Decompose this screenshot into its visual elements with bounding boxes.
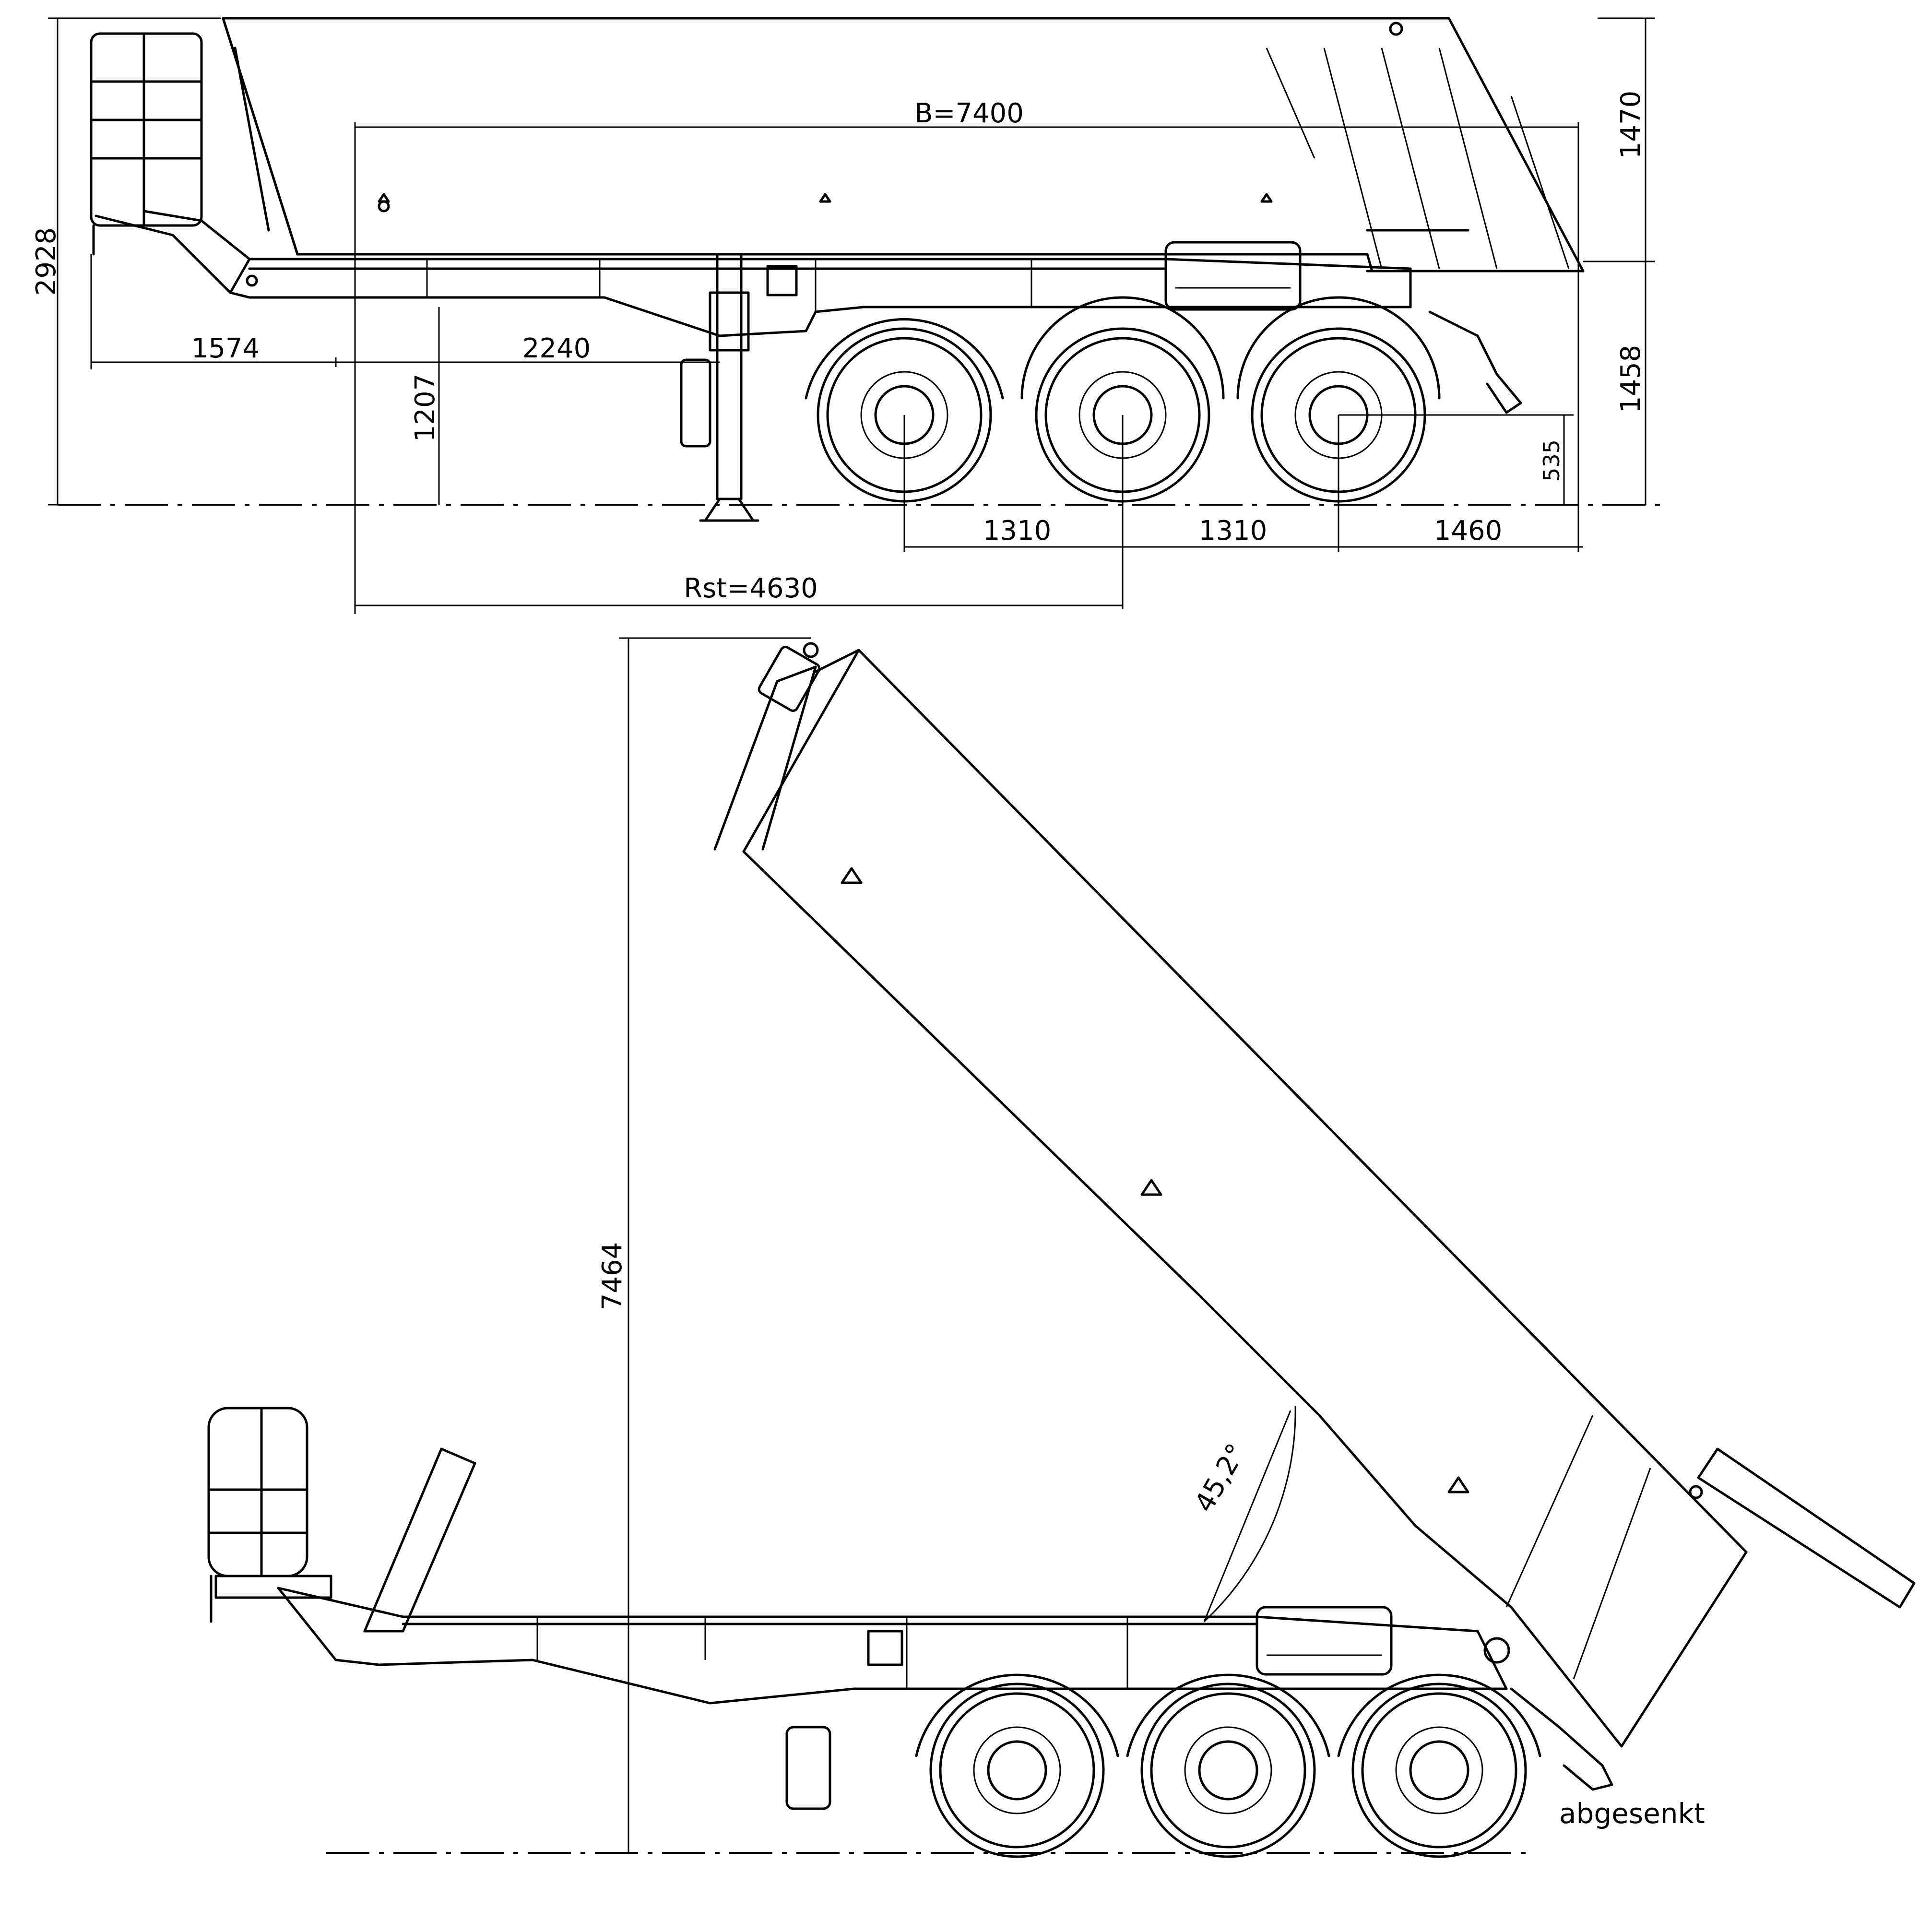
wheels xyxy=(805,296,1522,503)
tipped-wheel-2 xyxy=(1140,1683,1316,1858)
trailer-side-view: 2928 B=7400 1470 1458 1574 2240 1207 535… xyxy=(31,17,1660,614)
support-leg xyxy=(680,253,759,522)
raised-stake xyxy=(363,1447,476,1633)
trailer-tipped-view: 7464 45,2° abgesenkt xyxy=(207,637,1916,1858)
dim-tip-angle: 45,2° xyxy=(1189,1438,1253,1517)
tipped-body xyxy=(713,642,1916,1748)
tipped-ladder xyxy=(207,1407,332,1623)
dim-kingpin-to-axle: Rst=4630 xyxy=(684,573,817,604)
dimension-lines-tipped xyxy=(619,637,1296,1853)
tipped-wheel-3 xyxy=(1351,1683,1527,1858)
tipper-body xyxy=(222,17,1585,273)
lowered-label: abgesenkt xyxy=(1559,1797,1705,1830)
dim-total-height: 2928 xyxy=(31,227,62,296)
tipped-chassis xyxy=(277,1587,1510,1705)
tipped-wheels xyxy=(915,1673,1613,1858)
tipped-wheel-1 xyxy=(929,1683,1105,1858)
dim-tipped-height: 7464 xyxy=(597,1242,628,1311)
dim-rear-overhang: 1460 xyxy=(1434,515,1503,546)
dim-front-overhang: 1574 xyxy=(191,333,260,364)
dimension-lines-side xyxy=(48,17,1655,614)
dim-body-height: 1470 xyxy=(1615,91,1647,159)
tipped-support-leg xyxy=(785,1726,831,1810)
dim-axle-spacing-1: 1310 xyxy=(983,515,1052,546)
dim-axle-center-height: 535 xyxy=(1539,439,1564,482)
dim-frame-height: 1458 xyxy=(1615,345,1647,414)
dim-axle-spacing-2: 1310 xyxy=(1199,515,1267,546)
dim-kingpin-to-leg: 2240 xyxy=(522,333,591,364)
dim-body-length: B=7400 xyxy=(914,98,1024,129)
dim-coupling-height: 1207 xyxy=(410,374,441,442)
front-ladder xyxy=(90,32,203,256)
chassis-frame xyxy=(95,210,1412,337)
